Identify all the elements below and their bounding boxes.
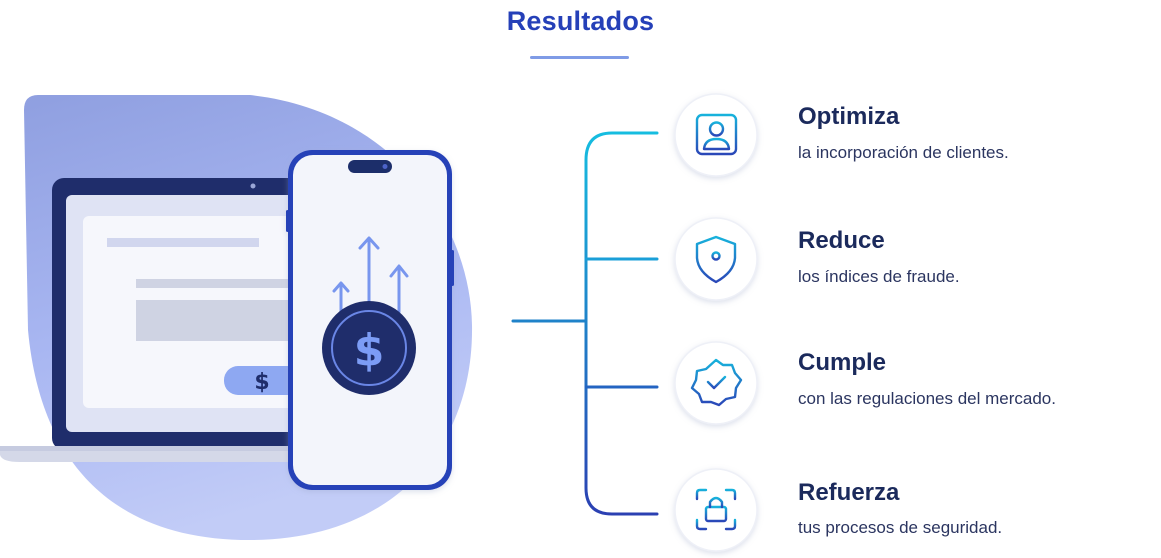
upward-arrows-icon	[332, 236, 409, 318]
item-desc-cumple: con las regulaciones del mercado.	[798, 389, 1056, 408]
item-desc-refuerza: tus procesos de seguridad.	[798, 518, 1003, 537]
lock-scan-icon	[695, 488, 737, 531]
item-title-refuerza: Refuerza	[798, 479, 900, 506]
icon-circle-refuerza	[674, 468, 758, 552]
dollar-coin-icon: $	[322, 301, 416, 395]
badge-check-icon	[690, 358, 743, 407]
item-title-reduce: Reduce	[798, 227, 885, 254]
coin-dollar-label: $	[354, 325, 385, 376]
page-title: Resultados	[506, 6, 655, 36]
laptop-dollar-label: $	[254, 370, 269, 395]
title-underline	[530, 56, 629, 59]
item-desc-reduce: los índices de fraude.	[798, 267, 960, 286]
user-portrait-icon	[695, 113, 738, 156]
laptop-icon: $	[0, 178, 352, 462]
item-desc-optimiza: la incorporación de clientes.	[798, 143, 1009, 162]
item-title-optimiza: Optimiza	[798, 103, 900, 130]
item-title-cumple: Cumple	[798, 349, 887, 376]
shield-keyhole-icon	[695, 235, 737, 284]
icon-circle-cumple	[674, 341, 758, 425]
tree-connector	[511, 131, 659, 516]
